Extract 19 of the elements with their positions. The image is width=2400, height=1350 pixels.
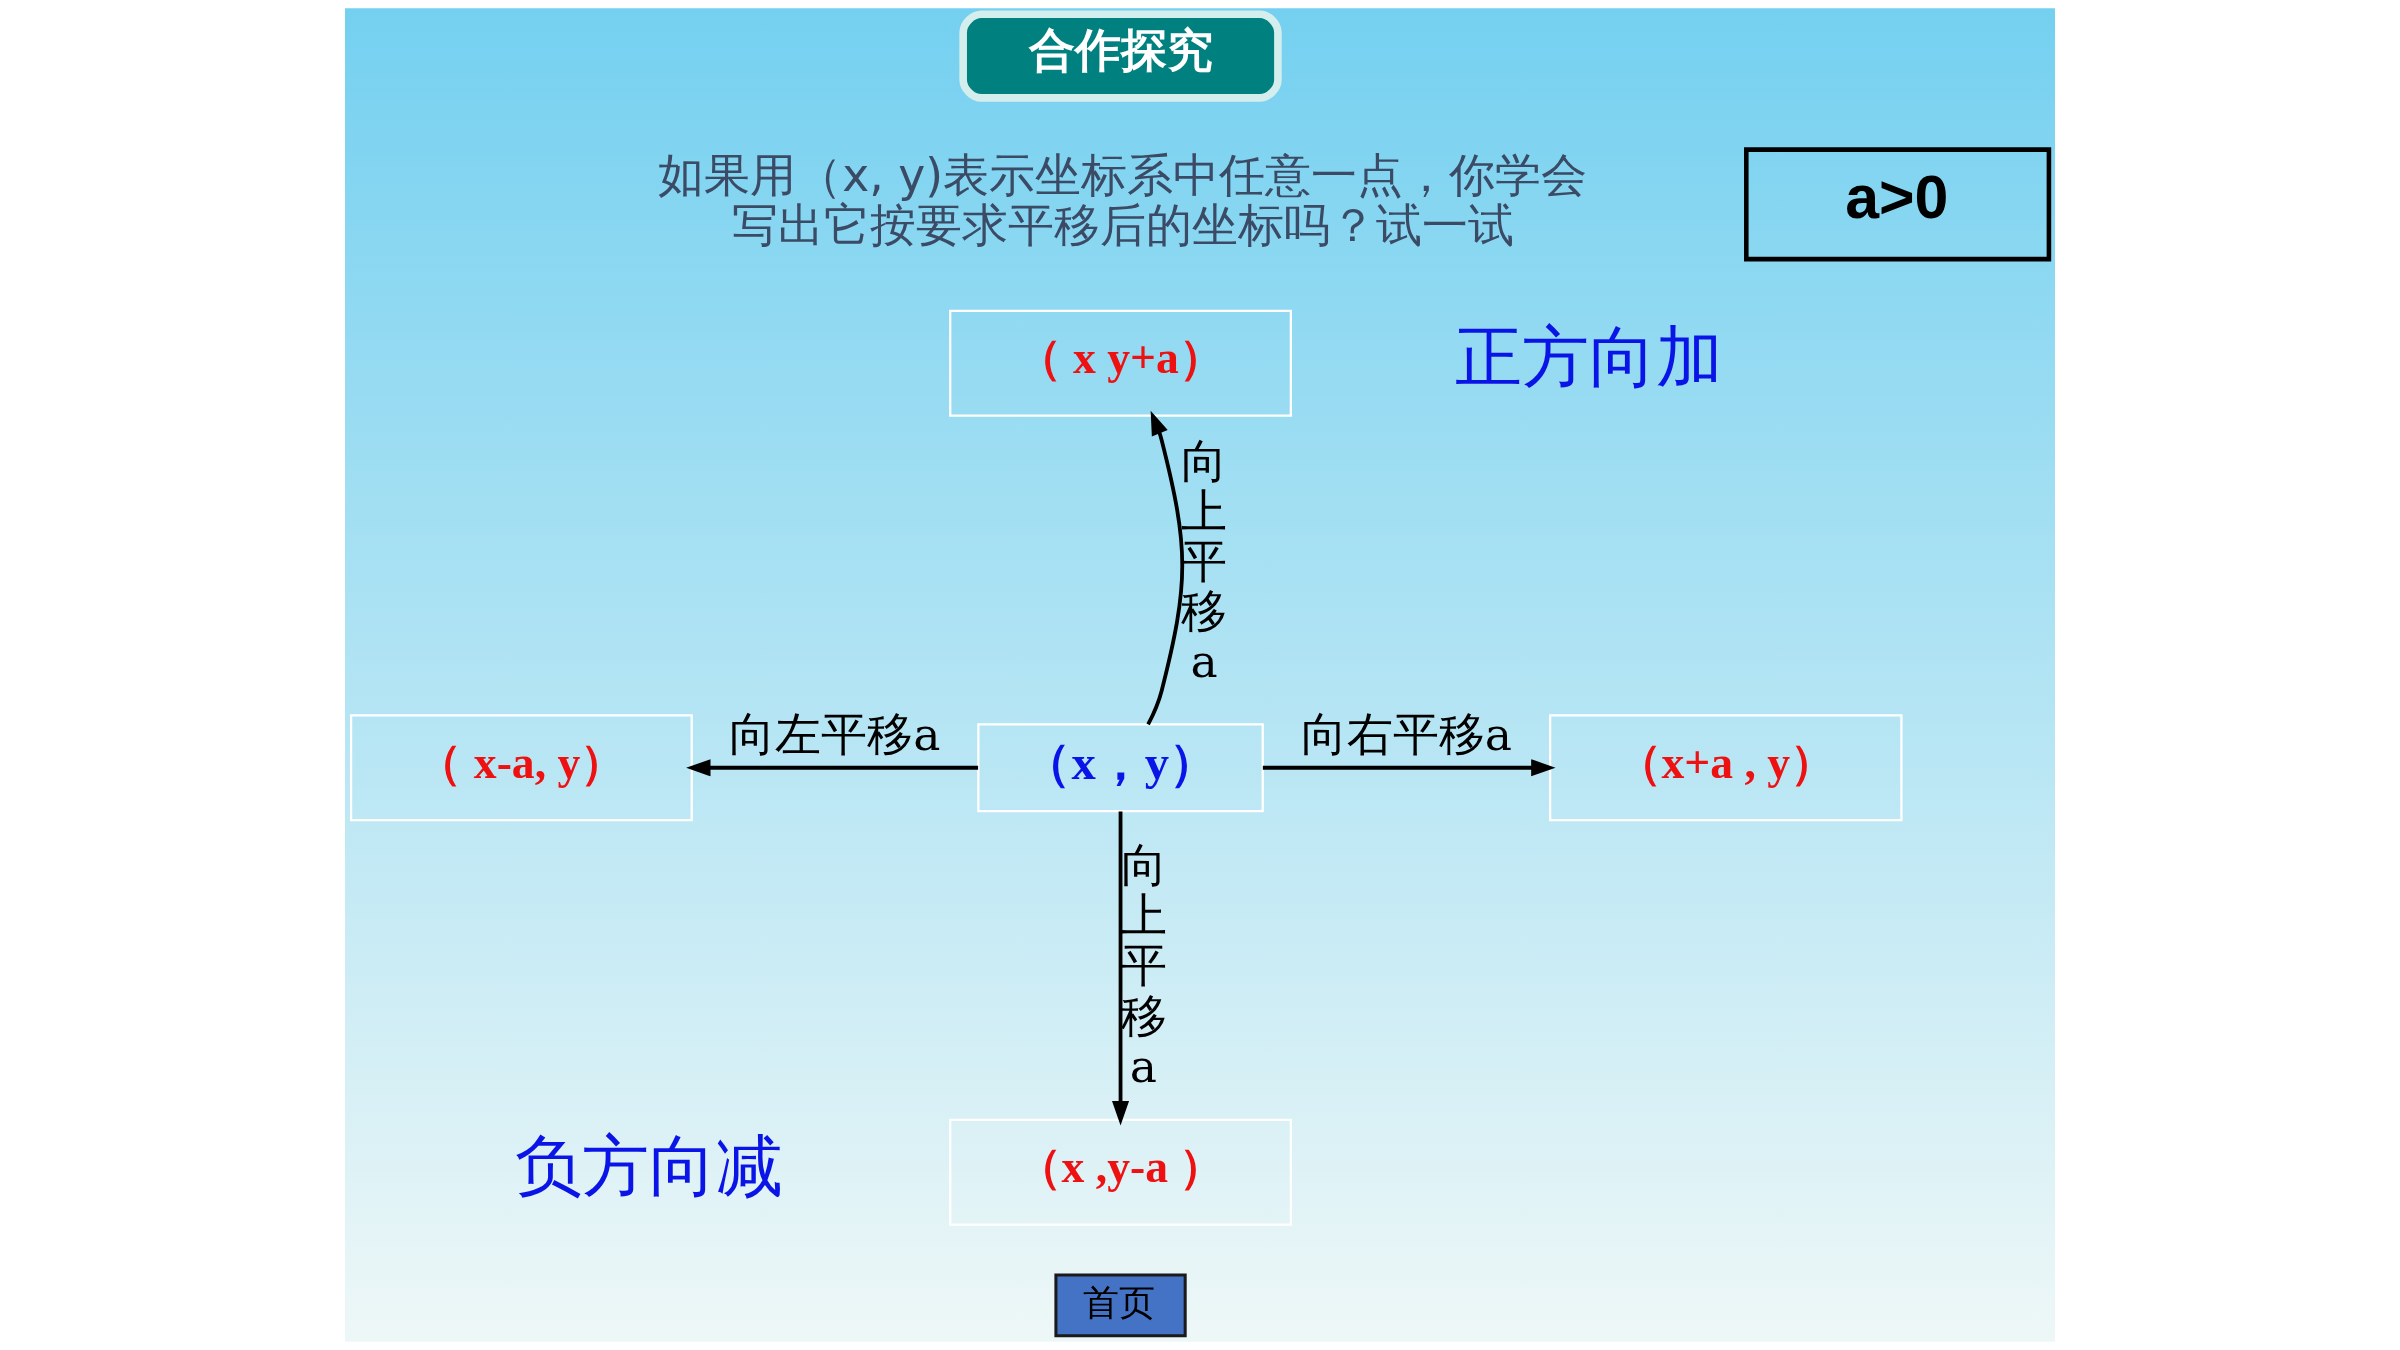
arrow <box>686 759 979 777</box>
label: 负方向减 <box>515 1127 784 1206</box>
label: 如果用（x, y)表示坐标系中任意一点，你学会写出它按要求平移后的坐标吗？试一试 <box>658 148 1588 252</box>
node-box: （x ,y-a ） <box>949 1118 1292 1226</box>
node-box: （ x y+a） <box>949 309 1292 417</box>
node-box: （x+a , y） <box>1549 714 1903 822</box>
node-box: 合作探究 <box>959 10 1282 102</box>
arrow <box>1146 410 1185 726</box>
edge-label: 向左平移a <box>729 707 941 761</box>
label: 正方向加 <box>1455 318 1724 397</box>
node-box: 首页 <box>1054 1273 1187 1338</box>
node-box: （x，y） <box>977 723 1264 813</box>
edge-label: 向右平移a <box>1300 707 1512 761</box>
node-box: （ x-a, y） <box>349 714 693 822</box>
edge-label: 向上平移a <box>1181 434 1228 689</box>
edge-label: 向上平移a <box>1120 839 1167 1093</box>
node-box: a>0 <box>1744 147 2052 262</box>
arrow <box>1112 811 1130 1126</box>
arrow <box>1262 759 1556 777</box>
